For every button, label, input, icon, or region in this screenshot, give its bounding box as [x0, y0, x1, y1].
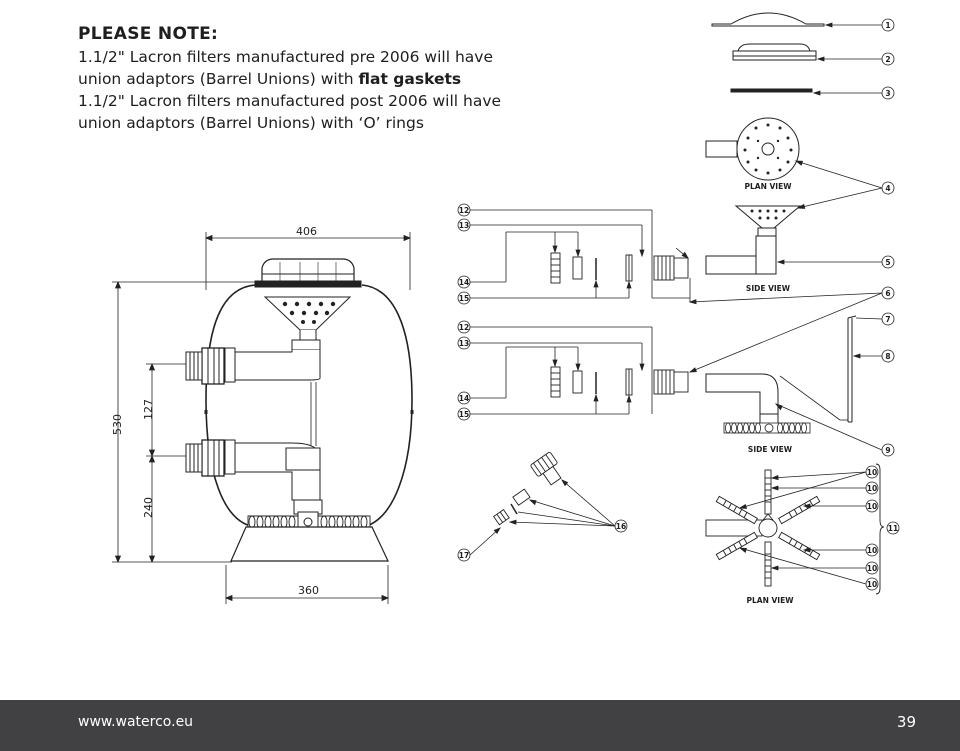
callout-17: 17 — [459, 551, 469, 560]
callout-7: 7 — [885, 315, 890, 324]
standpipe — [847, 315, 857, 423]
callout-14a: 14 — [459, 278, 469, 287]
dimension-labels: 406 530 127 240 360 — [111, 225, 319, 597]
callout-10f: 10 — [867, 580, 877, 589]
callout-10b: 10 — [867, 484, 877, 493]
callout-12a: 12 — [459, 206, 469, 215]
callout-1: 1 — [885, 21, 890, 30]
leader-lines — [460, 22, 883, 585]
callout-11: 11 — [888, 524, 898, 533]
callout-14b: 14 — [459, 394, 469, 403]
callout-16: 16 — [616, 522, 626, 531]
side-view-label-mid: SIDE VIEW — [746, 284, 791, 293]
plan-view-label-bottom: PLAN VIEW — [747, 596, 795, 605]
callout-10e: 10 — [867, 564, 877, 573]
lid-parts — [711, 12, 825, 93]
callout-3: 3 — [885, 89, 890, 98]
callout-6: 6 — [885, 289, 890, 298]
callout-10a: 10 — [867, 468, 877, 477]
callout-13a: 13 — [459, 221, 469, 230]
callout-15a: 15 — [459, 294, 469, 303]
dim-base-width: 360 — [298, 584, 319, 597]
note-text-1: 1.1/2" Lacron filters manufactured pre 2… — [78, 48, 493, 88]
note-title: PLEASE NOTE: — [78, 24, 219, 44]
note-body: 1.1/2" Lacron filters manufactured pre 2… — [78, 46, 508, 134]
note-text-2: 1.1/2" Lacron filters manufactured post … — [78, 92, 502, 132]
callout-12b: 12 — [459, 323, 469, 332]
callout-4: 4 — [885, 184, 890, 193]
callout-markers — [457, 18, 900, 591]
callout-8: 8 — [885, 352, 890, 361]
footer-url[interactable]: www.waterco.eu — [78, 714, 194, 730]
lower-union-exploded — [550, 366, 689, 398]
filter-exploded-diagram: 406 530 127 240 360 — [111, 12, 900, 605]
dim-top-width: 406 — [296, 225, 317, 238]
page-footer: www.waterco.eu 39 — [0, 700, 960, 751]
lateral-plan-view — [705, 463, 885, 595]
dim-lower-port: 240 — [142, 497, 155, 518]
drain-parts — [493, 451, 562, 526]
filter-vessel — [185, 258, 414, 562]
diffuser-plan-view — [705, 117, 800, 181]
side-view-label-low: SIDE VIEW — [748, 445, 793, 454]
please-note-block: PLEASE NOTE: 1.1/2" Lacron filters manuf… — [78, 24, 508, 134]
diffuser-side-view — [705, 205, 802, 275]
plan-view-label-top: PLAN VIEW — [745, 182, 793, 191]
callout-numbers: 1 2 3 4 5 6 7 8 9 10 10 10 10 10 10 11 1… — [459, 21, 898, 589]
dim-height: 530 — [111, 414, 124, 435]
callout-10c: 10 — [867, 502, 877, 511]
callout-13b: 13 — [459, 339, 469, 348]
note-bold-text: flat gaskets — [358, 70, 462, 88]
dimension-lines — [112, 232, 412, 604]
page-number: 39 — [896, 713, 916, 731]
callout-9: 9 — [885, 446, 890, 455]
lower-pipe-side-view — [705, 373, 811, 434]
upper-union-exploded — [550, 252, 689, 284]
callout-15b: 15 — [459, 410, 469, 419]
dim-upper-port: 127 — [142, 399, 155, 420]
callout-2: 2 — [885, 55, 890, 64]
callout-5: 5 — [885, 258, 890, 267]
callout-10d: 10 — [867, 546, 877, 555]
